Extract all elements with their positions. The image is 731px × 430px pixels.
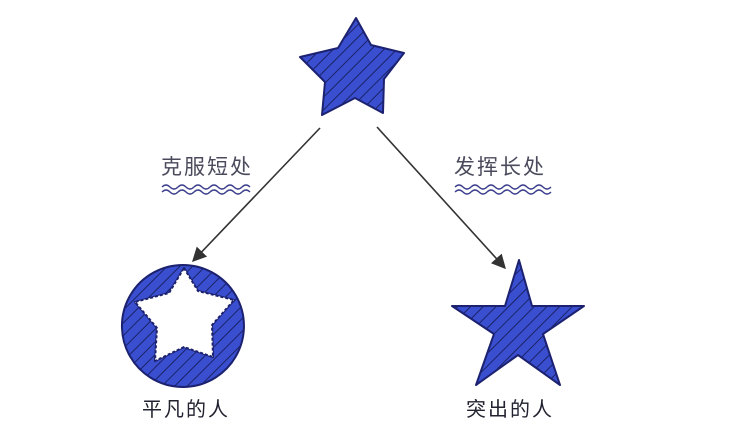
outstanding-star-icon [451,259,585,386]
wavy-underline-right [454,184,552,195]
arrow-to-ordinary [192,127,321,263]
wavy-underline-left [161,184,251,195]
node-label-ordinary-person: 平凡的人 [142,397,230,421]
ordinary-circle-icon [120,264,245,388]
node-label-outstanding-person: 突出的人 [466,397,554,421]
edge-label-overcome-weakness: 克服短处 [161,155,253,179]
arrow-to-outstanding [376,126,506,270]
top-star-icon [299,17,405,116]
edge-label-leverage-strength: 发挥长处 [454,155,546,179]
